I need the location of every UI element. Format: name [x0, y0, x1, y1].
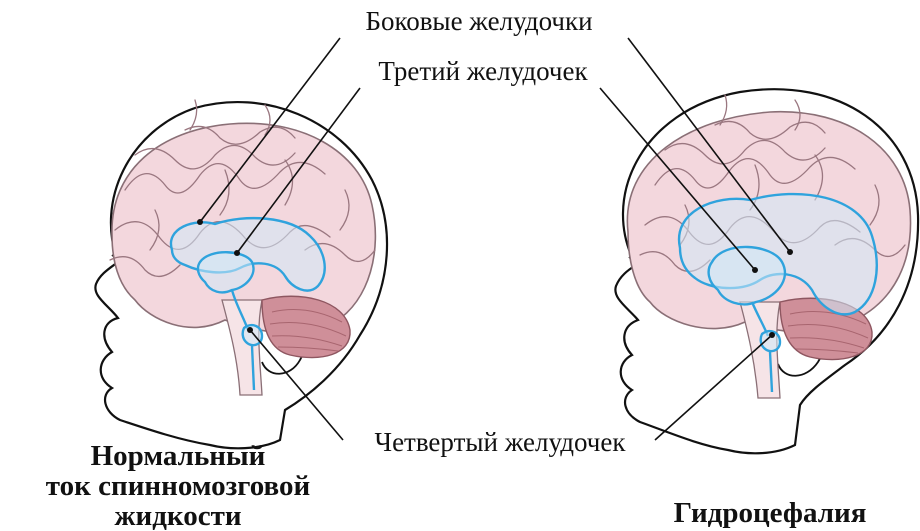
dot-lateral-left [197, 219, 203, 225]
dot-lateral-right [787, 249, 793, 255]
caption-normal-line1: Нормальный [91, 440, 266, 472]
label-lateral-ventricles: Боковые желудочки [365, 6, 592, 36]
dot-fourth-left [247, 327, 253, 333]
dot-fourth-right [769, 332, 775, 338]
caption-normal-line3: жидкости [114, 500, 241, 531]
dot-third-right [752, 267, 758, 273]
dot-third-left [234, 250, 240, 256]
label-third-ventricle: Третий желудочек [378, 56, 588, 86]
caption-hydrocephalus: Гидроцефалия [674, 497, 867, 529]
normal-head-illustration [95, 100, 387, 448]
hydrocephalus-head-illustration [615, 89, 918, 453]
label-fourth-ventricle: Четвертый желудочек [375, 427, 627, 457]
caption-normal-line2: ток спинномозговой [46, 470, 310, 502]
